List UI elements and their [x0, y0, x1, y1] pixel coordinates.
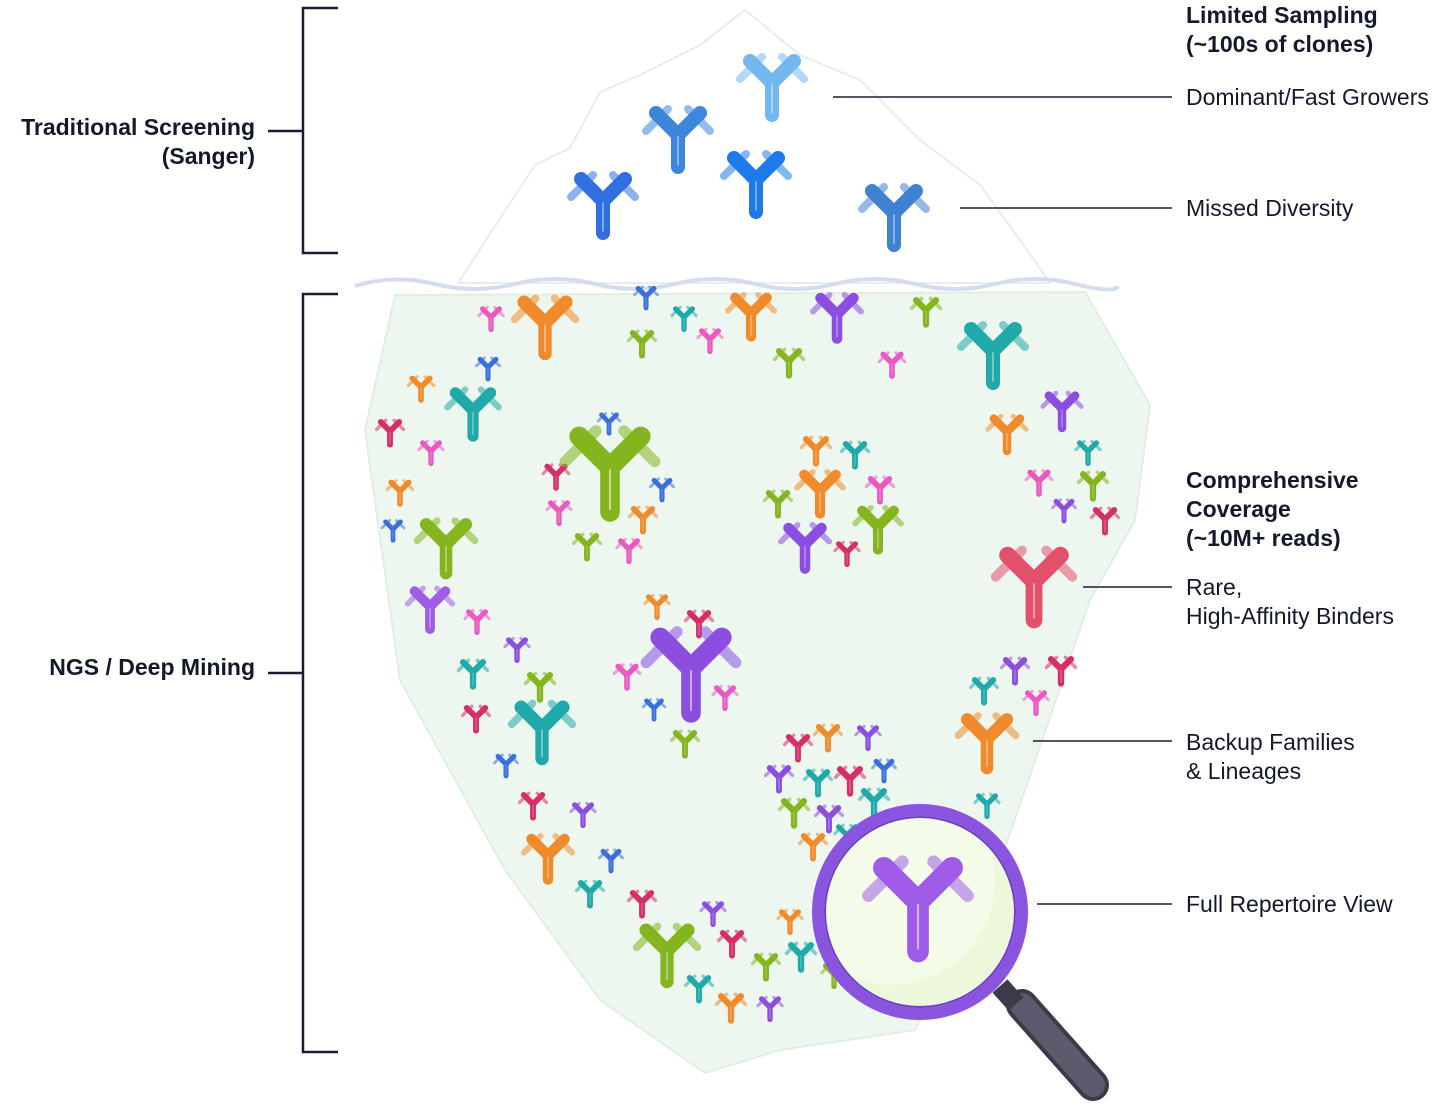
- label-limited-sampling: Limited Sampling (~100s of clones): [1186, 1, 1378, 59]
- label-line: Backup Families: [1186, 729, 1355, 755]
- label-full-repertoire: Full Repertoire View: [1186, 890, 1393, 919]
- label-ngs-deep-mining: NGS / Deep Mining: [49, 653, 255, 682]
- label-missed-diversity: Missed Diversity: [1186, 194, 1353, 223]
- label-line: Missed Diversity: [1186, 195, 1354, 221]
- label-rare-binders: Rare, High-Affinity Binders: [1186, 573, 1394, 631]
- bracket-ngs: [268, 292, 338, 1054]
- label-line: (~10M+ reads): [1186, 525, 1341, 551]
- iceberg-tip: [456, 8, 1052, 284]
- label-dominant-fast-growers: Dominant/Fast Growers: [1186, 83, 1429, 112]
- label-line: (Sanger): [161, 143, 255, 169]
- label-line: (~100s of clones): [1186, 31, 1374, 57]
- label-line: Comprehensive: [1186, 467, 1359, 493]
- label-line: Limited Sampling: [1186, 2, 1378, 28]
- water-line: [354, 277, 1120, 292]
- bracket-traditional: [268, 6, 338, 255]
- label-line: NGS / Deep Mining: [49, 654, 255, 680]
- label-line: Rare,: [1186, 574, 1243, 600]
- leader-lines: [833, 96, 1172, 905]
- label-traditional-screening: Traditional Screening (Sanger): [21, 113, 255, 171]
- label-line: Full Repertoire View: [1186, 891, 1393, 917]
- label-comprehensive-coverage: Comprehensive Coverage (~10M+ reads): [1186, 466, 1359, 553]
- label-backup-families: Backup Families & Lineages: [1186, 728, 1355, 786]
- magnifier-icon: [812, 804, 1109, 1101]
- label-line: Traditional Screening: [21, 114, 255, 140]
- label-line: Dominant/Fast Growers: [1186, 84, 1429, 110]
- label-line: High-Affinity Binders: [1186, 603, 1394, 629]
- label-line: & Lineages: [1186, 758, 1302, 784]
- label-line: Coverage: [1186, 496, 1291, 522]
